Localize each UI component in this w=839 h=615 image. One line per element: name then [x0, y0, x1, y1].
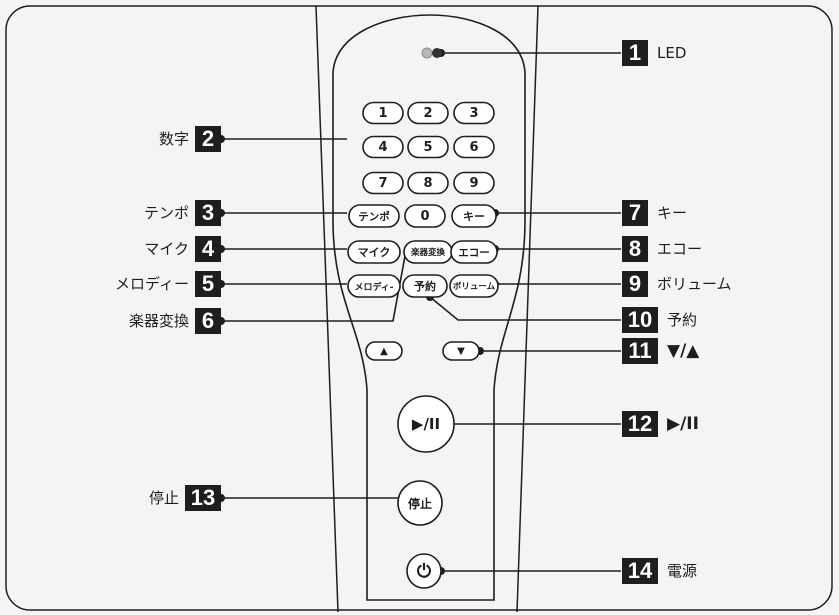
digit-2-button[interactable]	[407, 101, 449, 125]
down-button[interactable]	[442, 341, 480, 361]
callout-number-12: 12	[622, 411, 658, 437]
reserve-button[interactable]	[402, 274, 448, 298]
stop-button[interactable]	[397, 480, 443, 526]
callout-number-6: 6	[195, 308, 221, 334]
callout-label-11: ▼/▲	[667, 341, 700, 361]
up-button[interactable]	[365, 341, 403, 361]
leader-line-6	[221, 255, 406, 322]
mic-button[interactable]	[347, 240, 401, 264]
digit-0-button[interactable]	[404, 204, 446, 228]
callout-label-8: エコー	[657, 240, 703, 258]
callout-label-10: 予約	[667, 311, 698, 329]
diagram-frame	[5, 5, 833, 611]
callout-number-4: 4	[195, 236, 221, 262]
digit-9-button[interactable]	[453, 171, 495, 195]
digit-3-button[interactable]	[453, 101, 495, 125]
remote-body-outline	[332, 14, 526, 601]
melody-button[interactable]	[347, 274, 401, 298]
handle-right-edge	[516, 5, 539, 613]
tempo-button[interactable]	[348, 204, 400, 228]
callout-number-9: 9	[622, 271, 648, 297]
callout-number-11: 11	[622, 338, 658, 364]
callout-label-14: 電源	[667, 562, 698, 580]
led-light	[421, 47, 433, 59]
callout-number-7: 7	[622, 200, 648, 226]
button-shapes	[347, 47, 499, 589]
callout-number-1: 1	[622, 40, 648, 66]
callout-number-10: 10	[622, 307, 658, 333]
callout-label-13: 停止	[148, 489, 179, 507]
echo-button[interactable]	[450, 240, 498, 264]
callout-label-4: マイク	[144, 240, 189, 258]
callout-label-9: ボリューム	[657, 275, 732, 293]
callout-number-5: 5	[195, 271, 221, 297]
digit-7-button[interactable]	[362, 171, 404, 195]
digit-4-button[interactable]	[362, 135, 404, 159]
callout-number-8: 8	[622, 236, 648, 262]
callout-label-5: メロディー	[115, 275, 189, 293]
digit-6-button[interactable]	[453, 135, 495, 159]
handle-left-edge	[315, 5, 339, 613]
callout-number-14: 14	[622, 558, 658, 584]
instrument-change-button[interactable]	[403, 240, 453, 264]
callout-label-2: 数字	[158, 130, 189, 148]
key-button[interactable]	[451, 204, 497, 228]
digit-8-button[interactable]	[407, 171, 449, 195]
callout-label-12: ▶/II	[667, 414, 699, 434]
volume-button[interactable]	[449, 274, 499, 298]
callout-number-2: 2	[195, 126, 221, 152]
callout-number-3: 3	[195, 200, 221, 226]
digit-1-button[interactable]	[362, 101, 404, 125]
callout-label-3: テンポ	[143, 204, 189, 222]
digit-5-button[interactable]	[407, 135, 449, 159]
callout-label-7: キー	[657, 204, 688, 222]
led-dark	[432, 48, 442, 58]
callout-label-6: 楽器変換	[128, 312, 189, 330]
callout-number-13: 13	[185, 485, 221, 511]
power-button[interactable]	[406, 553, 442, 589]
callout-label-1: LED	[657, 44, 687, 62]
leader-line-10	[429, 296, 621, 321]
play-pause-button[interactable]	[397, 395, 455, 453]
